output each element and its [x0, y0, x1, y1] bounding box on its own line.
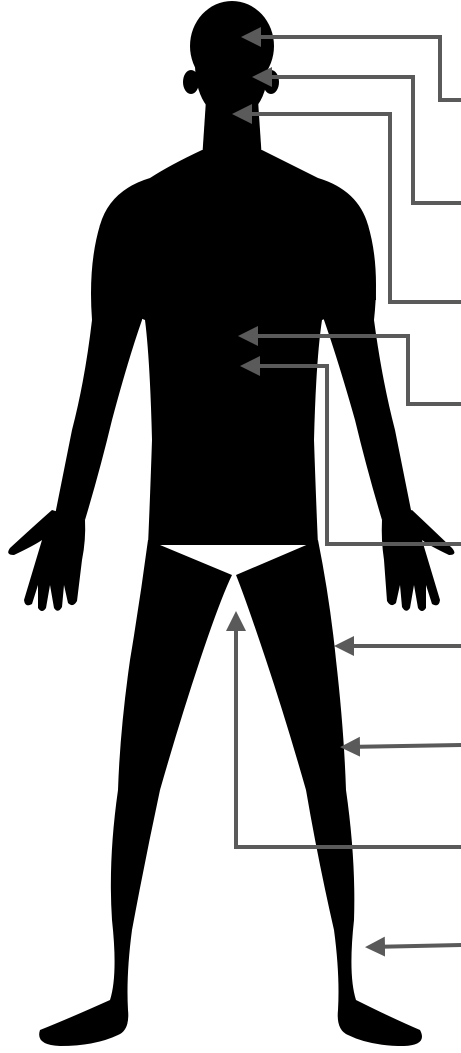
pointer-head [245, 37, 461, 100]
pointer-knee [344, 745, 461, 747]
right-leg [236, 540, 422, 1046]
left-hand [8, 510, 85, 611]
right-arm [321, 225, 412, 520]
right-hand [382, 510, 455, 611]
left-arm [55, 225, 145, 520]
pointer-shin [369, 945, 461, 947]
body-silhouette [8, 1, 454, 1046]
left-leg [39, 540, 232, 1046]
